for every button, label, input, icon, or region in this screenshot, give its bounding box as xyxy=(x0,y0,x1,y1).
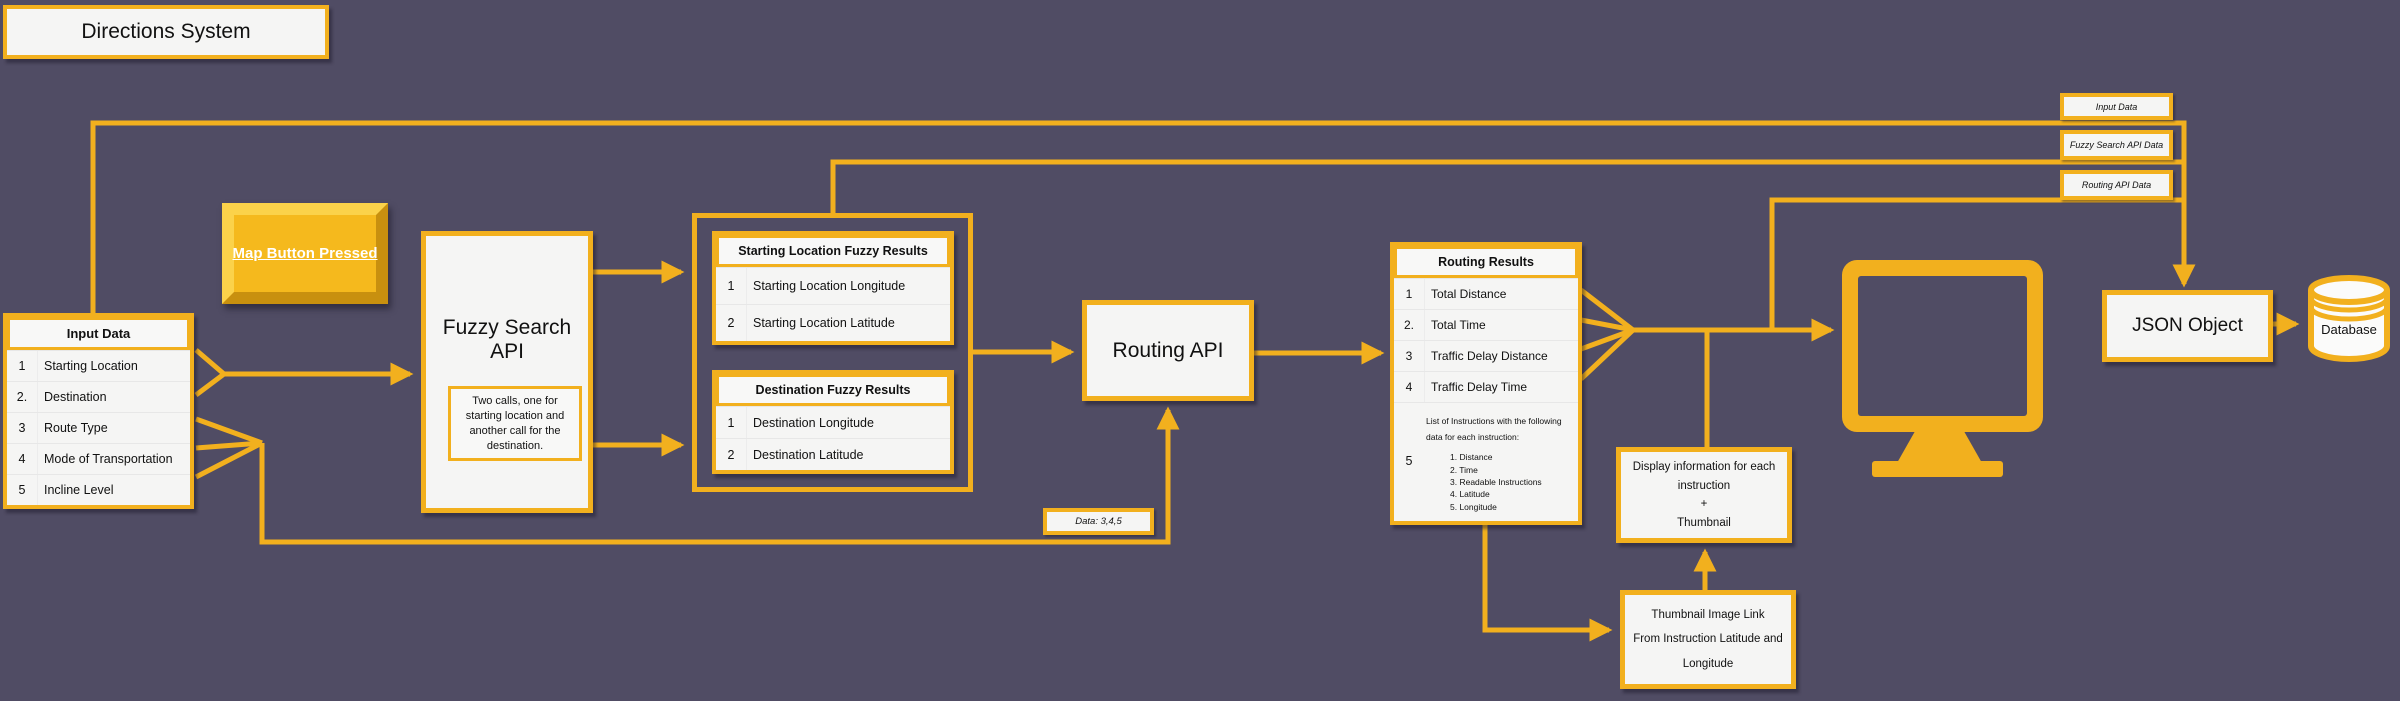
table-row: 4 Mode of Transportation xyxy=(7,443,190,474)
instructions-sublist: 1. Distance 2. Time 3. Readable Instruct… xyxy=(1450,452,1542,512)
fuzzy-results-container xyxy=(692,213,973,492)
table-row: 2. Destination xyxy=(7,381,190,412)
input-data-header: Input Data xyxy=(7,317,190,350)
fuzzy-search-api-box: Fuzzy Search API Two calls, one for star… xyxy=(421,231,593,513)
data-345-note: Data: 3,4,5 xyxy=(1043,508,1154,535)
table-row: 1 Starting Location xyxy=(7,350,190,381)
table-row: 4 Traffic Delay Time xyxy=(1394,371,1578,402)
database-label: Database xyxy=(2321,322,2377,337)
table-row-instructions: 5 List of Instructions with the followin… xyxy=(1394,402,1578,521)
routing-results-header: Routing Results xyxy=(1394,246,1578,278)
page-title-text: Directions System xyxy=(81,20,251,43)
table-row: 1 Destination Longitude xyxy=(716,406,950,438)
flow-label-fuzzy-data: Fuzzy Search API Data xyxy=(2060,130,2173,160)
monitor-base xyxy=(1872,461,2003,477)
destination-results-header: Destination Fuzzy Results xyxy=(716,374,950,406)
input-data-table: Input Data 1 Starting Location 2. Destin… xyxy=(3,313,194,509)
monitor-icon xyxy=(1842,260,2043,432)
table-row: 2. Total Time xyxy=(1394,309,1578,340)
table-row: 2 Starting Location Latitude xyxy=(716,304,950,341)
map-button[interactable]: Map Button Pressed xyxy=(222,203,388,304)
table-row: 1 Starting Location Longitude xyxy=(716,267,950,304)
table-row: 1 Total Distance xyxy=(1394,278,1578,309)
json-object-box: JSON Object xyxy=(2102,290,2273,362)
display-info-box: Display information for each instruction… xyxy=(1616,447,1792,543)
table-row: 5 Incline Level xyxy=(7,474,190,505)
instructions-lead: List of Instructions with the following … xyxy=(1426,416,1562,443)
fuzzy-search-api-title: Fuzzy Search API xyxy=(442,316,572,363)
page-title: Directions System xyxy=(3,5,329,59)
map-button-label: Map Button Pressed xyxy=(232,245,378,262)
thumbnail-link-box: Thumbnail Image Link From Instruction La… xyxy=(1620,590,1796,689)
flow-label-input-data: Input Data xyxy=(2060,93,2173,120)
table-row: 2 Destination Latitude xyxy=(716,438,950,470)
destination-results-table: Destination Fuzzy Results 1 Destination … xyxy=(712,370,954,474)
flow-label-routing-data: Routing API Data xyxy=(2060,170,2173,200)
table-row: 3 Traffic Delay Distance xyxy=(1394,340,1578,371)
routing-api-title: Routing API xyxy=(1112,338,1224,362)
starting-results-table: Starting Location Fuzzy Results 1 Starti… xyxy=(712,231,954,345)
table-row: 3 Route Type xyxy=(7,412,190,443)
starting-results-header: Starting Location Fuzzy Results xyxy=(716,235,950,267)
database-icon xyxy=(2308,275,2390,362)
routing-results-table: Routing Results 1 Total Distance 2. Tota… xyxy=(1390,242,1582,525)
monitor-screen xyxy=(1858,276,2027,416)
routing-api-box: Routing API xyxy=(1082,300,1254,401)
fuzzy-search-api-note: Two calls, one for starting location and… xyxy=(448,386,582,462)
